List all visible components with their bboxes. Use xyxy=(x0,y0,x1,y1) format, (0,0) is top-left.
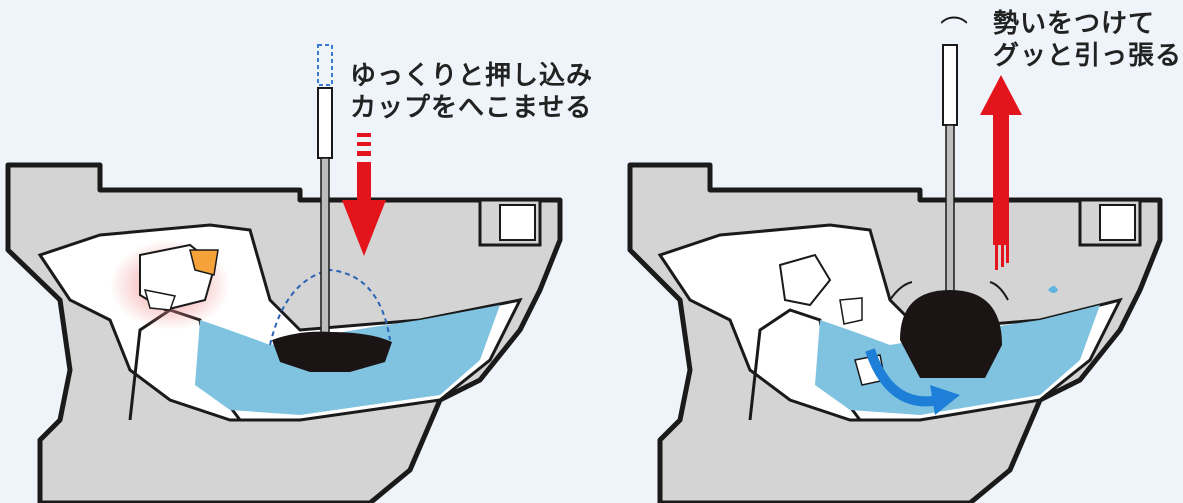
toilet-diagram-pull: ⌒ xyxy=(627,14,1163,503)
caption-pull-line2: グッと引っ張る xyxy=(993,41,1183,71)
downward-red-arrow xyxy=(342,133,386,256)
toilet-diagram-push xyxy=(5,44,563,503)
panel-pull: ⌒ 勢いをつけて グッと引っ張る xyxy=(600,0,1183,503)
plunger-handle xyxy=(942,44,958,126)
water-splash xyxy=(1048,286,1058,293)
caption-pull: 勢いをつけて グッと引っ張る xyxy=(993,8,1182,72)
vibration-mark: ⌒ xyxy=(940,14,968,47)
blue-flow-arrow xyxy=(865,348,941,407)
caption-push: ゆっくりと押し込み カップをへこませる xyxy=(350,60,593,124)
caption-push-line2: カップをへこませる xyxy=(350,93,593,123)
caption-push-line1: ゆっくりと押し込み xyxy=(350,61,594,91)
caption-pull-line1: 勢いをつけて xyxy=(993,9,1156,39)
plunger-handle xyxy=(317,87,333,159)
panel-push: ゆっくりと押し込み カップをへこませる xyxy=(5,44,593,503)
plunger-handle-ghost xyxy=(317,44,333,86)
plunger-cup xyxy=(272,331,392,372)
clog-debris xyxy=(778,253,832,307)
cup-outline-dashed xyxy=(269,268,391,346)
plunger-cup xyxy=(900,290,1002,378)
upward-red-arrow xyxy=(980,75,1022,270)
